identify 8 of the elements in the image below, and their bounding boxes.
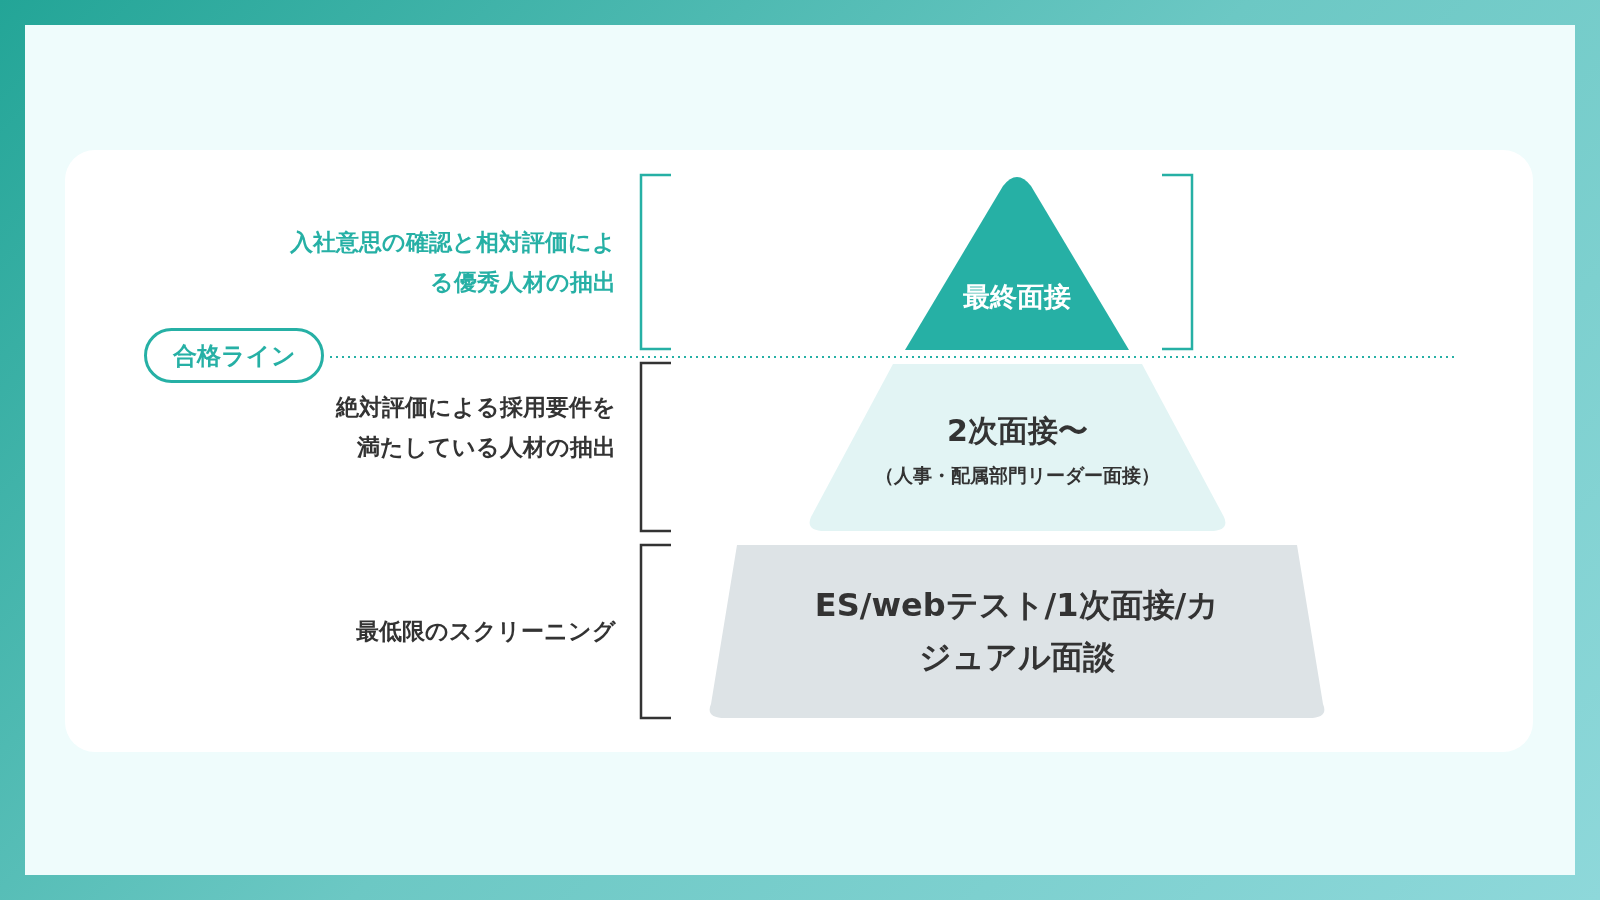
- tier-description: 絶対評価による採用要件を満たしている人材の抽出: [334, 393, 616, 462]
- pass-line-tag: 合格ライン: [144, 328, 324, 383]
- tier-label: 最終面接: [963, 280, 1071, 315]
- tier-label: 2次面接〜: [947, 412, 1088, 451]
- tier-label: ES/webテスト/1次面接/カジュアル面談: [813, 585, 1221, 678]
- tier-sublabel: （人事・配属部門リーダー面接）: [875, 463, 1160, 488]
- tier-description: 最低限のスクリーニング: [355, 617, 616, 646]
- tier-description: 入社意思の確認と相対評価による優秀人材の抽出: [289, 228, 616, 297]
